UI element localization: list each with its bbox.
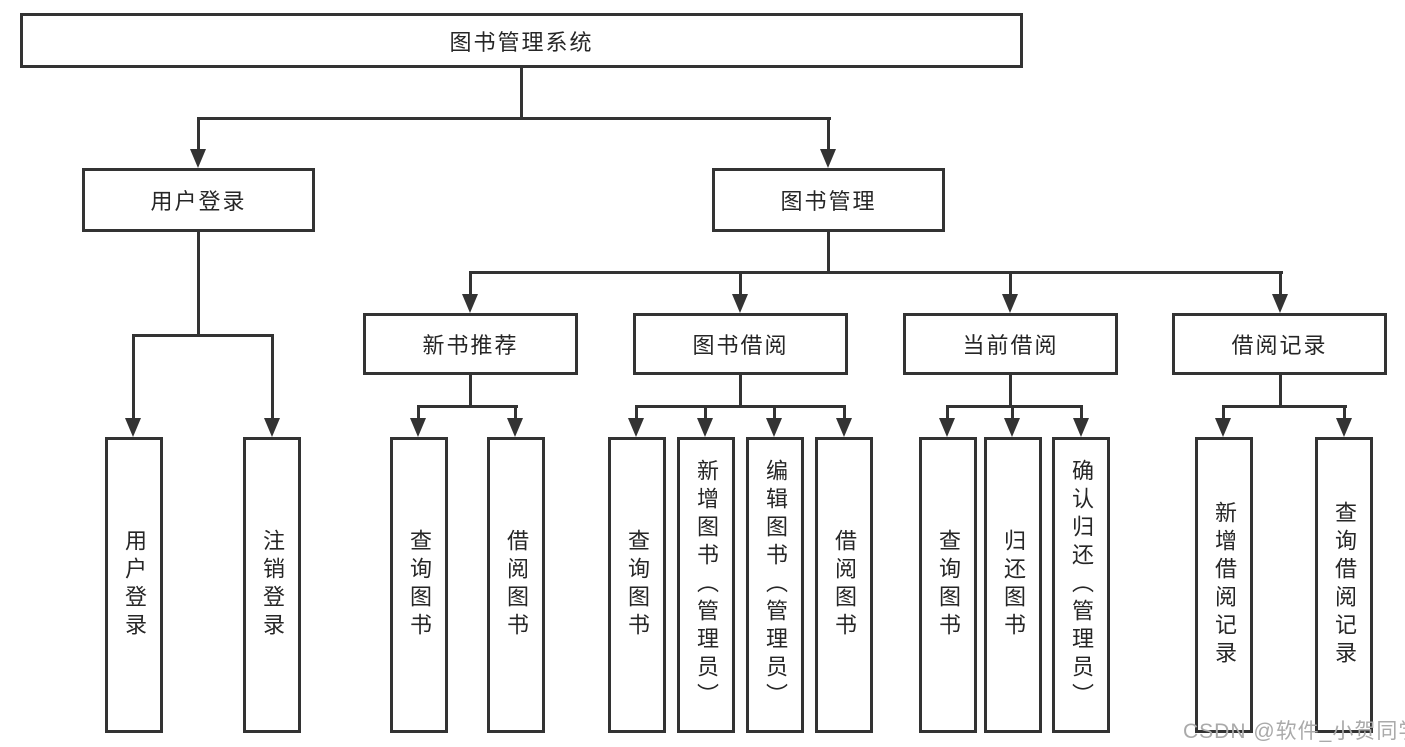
connector-hline [1222,405,1347,408]
arrowhead [264,418,280,437]
node-root-label: 图书管理系统 [449,29,594,55]
connector-vline [1080,405,1083,424]
arrowhead [1073,418,1089,437]
leaf-borrow-books-recommend: 借阅图书 [487,437,545,733]
leaf-label: 查询借阅记录 [1332,501,1357,669]
leaf-label: 查询图书 [407,529,432,641]
arrowhead [462,294,478,313]
connector-vline [773,405,776,424]
connector-vline [704,405,707,424]
arrowhead [1002,294,1018,313]
node-user-login: 用户登录 [82,168,315,232]
leaf-add-books-admin: 新增图书（管理员） [677,437,735,733]
leaf-edit-books-admin: 编辑图书（管理员） [746,437,804,733]
arrowhead [190,149,206,168]
connector-vline [1279,271,1282,300]
arrowhead [410,418,426,437]
arrowhead [836,418,852,437]
connector-hline [469,271,1283,274]
node-user-login-label: 用户登录 [150,189,247,214]
leaf-label: 编辑图书（管理员） [763,459,788,711]
arrowhead [820,149,836,168]
leaf-label: 查询图书 [936,529,961,641]
connector-vline [1011,405,1014,424]
connector-vline [417,405,420,424]
node-current-borrow-label: 当前借阅 [962,333,1059,358]
arrowhead [732,294,748,313]
leaf-query-books-recommend: 查询图书 [390,437,448,733]
node-book-borrow: 图书借阅 [633,313,848,375]
leaf-label: 确认归还（管理员） [1069,459,1094,711]
leaf-label: 注销登录 [260,529,285,641]
node-book-borrow-label: 图书借阅 [692,333,789,358]
node-root: 图书管理系统 [20,13,1023,68]
watermark-text: CSDN @软件_小贺同学 [1183,720,1405,743]
leaf-label: 归还图书 [1001,529,1026,641]
leaf-return-books: 归还图书 [984,437,1042,733]
connector-vline [635,405,638,424]
arrowhead [628,418,644,437]
connector-hline [132,334,274,337]
leaf-borrow-books: 借阅图书 [815,437,873,733]
connector-vline [197,232,200,335]
connector-vline [132,334,135,424]
connector-vline [739,271,742,300]
connector-hline [197,117,831,120]
connector-vline [469,375,472,406]
node-new-book-recommend: 新书推荐 [363,313,578,375]
leaf-label: 新增借阅记录 [1212,501,1237,669]
connector-vline [1009,375,1012,406]
leaf-query-books-borrow: 查询图书 [608,437,666,733]
arrowhead [1336,418,1352,437]
connector-vline [271,334,274,424]
connector-hline [635,405,846,408]
connector-hline [417,405,518,408]
node-new-book-recommend-label: 新书推荐 [422,333,519,358]
connector-vline [739,375,742,406]
leaf-query-books-current: 查询图书 [919,437,977,733]
leaf-query-borrow-record: 查询借阅记录 [1315,437,1373,733]
arrowhead [1272,294,1288,313]
connector-vline [520,68,523,118]
connector-hline [946,405,1083,408]
connector-vline [197,117,200,155]
arrowhead [125,418,141,437]
leaf-confirm-return-admin: 确认归还（管理员） [1052,437,1110,733]
connector-vline [1343,405,1346,424]
connector-vline [469,271,472,300]
connector-vline [1222,405,1225,424]
connector-vline [827,232,830,272]
leaf-add-borrow-record: 新增借阅记录 [1195,437,1253,733]
connector-vline [827,117,830,155]
leaf-label: 用户登录 [122,529,147,641]
arrowhead [939,418,955,437]
node-book-management: 图书管理 [712,168,945,232]
leaf-label: 借阅图书 [504,529,529,641]
arrowhead [1215,418,1231,437]
connector-vline [514,405,517,424]
node-current-borrow: 当前借阅 [903,313,1118,375]
connector-vline [946,405,949,424]
leaf-label: 借阅图书 [832,529,857,641]
node-borrow-records: 借阅记录 [1172,313,1387,375]
leaf-logout: 注销登录 [243,437,301,733]
connector-vline [1009,271,1012,300]
connector-vline [843,405,846,424]
leaf-label: 查询图书 [625,529,650,641]
node-borrow-records-label: 借阅记录 [1231,333,1328,358]
arrowhead [697,418,713,437]
arrowhead [766,418,782,437]
arrowhead [507,418,523,437]
leaf-label: 新增图书（管理员） [694,459,719,711]
leaf-user-login: 用户登录 [105,437,163,733]
connector-vline [1279,375,1282,406]
arrowhead [1004,418,1020,437]
node-book-management-label: 图书管理 [780,189,877,214]
